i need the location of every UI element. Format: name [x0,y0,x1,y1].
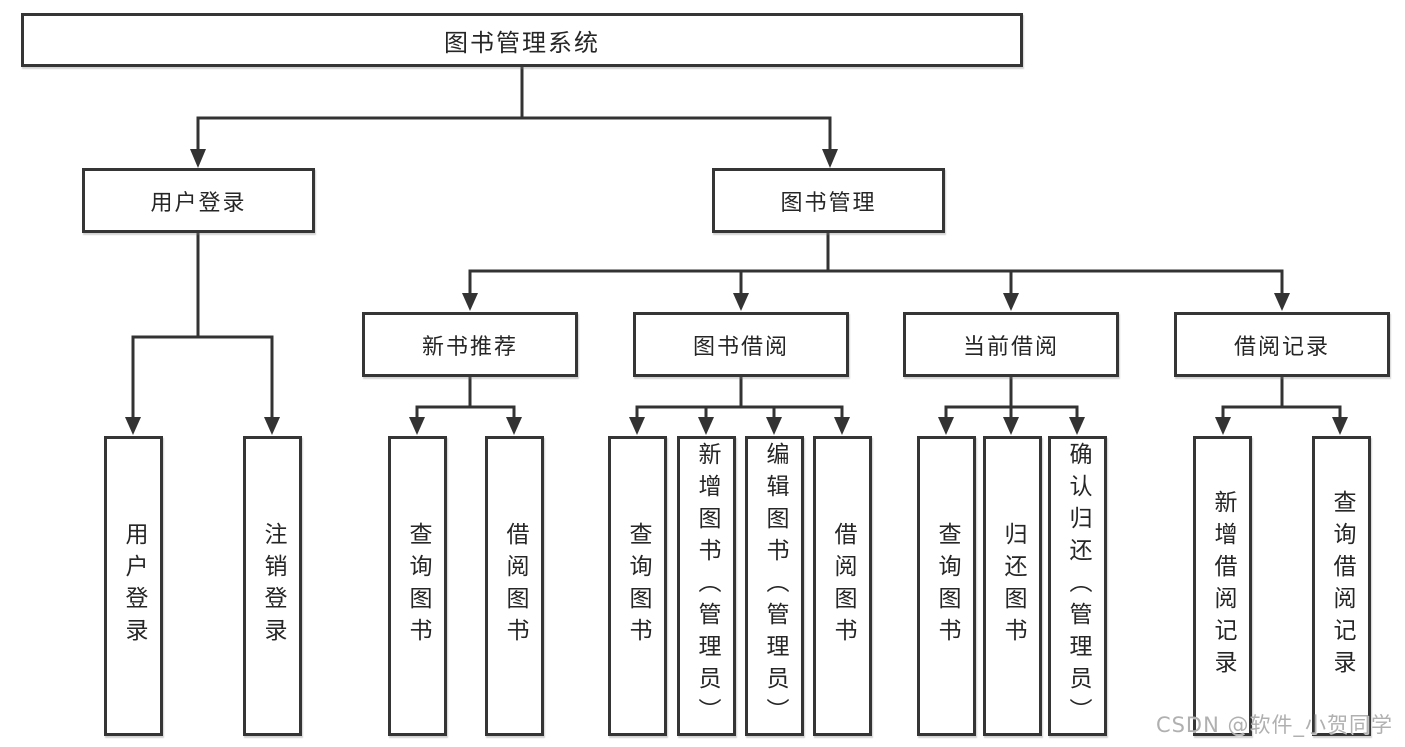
node-label: 查询图书 [405,522,431,650]
leaf-add-books-admin: 新增图书（管理员） [677,436,736,736]
node-label: 归还图书 [1000,522,1026,650]
node-library-management-system: 图书管理系统 [21,13,1023,67]
node-label: 借阅记录 [1233,334,1330,360]
node-label: 图书管理 [780,190,877,216]
leaf-confirm-return-admin: 确认归还（管理员） [1048,436,1107,736]
leaf-query-books-recommend: 查询图书 [388,436,447,736]
node-label: 确认归还（管理员） [1065,442,1091,730]
node-label: 新书推荐 [421,334,518,360]
leaf-edit-books-admin: 编辑图书（管理员） [745,436,804,736]
leaf-return-books: 归还图书 [983,436,1042,736]
node-label: 查询图书 [625,522,651,650]
node-label: 图书管理系统 [444,28,600,57]
node-label: 新增借阅记录 [1210,490,1236,682]
node-book-management: 图书管理 [712,168,945,233]
node-label: 借阅图书 [502,522,528,650]
node-label: 编辑图书（管理员） [762,442,788,730]
leaf-add-borrow-record: 新增借阅记录 [1193,436,1252,736]
node-label: 新增图书（管理员） [694,442,720,730]
node-label: 当前借阅 [962,334,1059,360]
leaf-logout: 注销登录 [243,436,302,736]
node-label: 查询借阅记录 [1329,490,1355,682]
leaf-user-login: 用户登录 [104,436,163,736]
node-borrowing-records: 借阅记录 [1174,312,1390,377]
node-new-book-recommendation: 新书推荐 [362,312,578,377]
node-label: 图书借阅 [692,334,789,360]
leaf-borrow-books-recommend: 借阅图书 [485,436,544,736]
node-label: 注销登录 [260,522,286,650]
node-book-borrowing: 图书借阅 [633,312,849,377]
leaf-query-books-current: 查询图书 [917,436,976,736]
leaf-query-borrow-record: 查询借阅记录 [1312,436,1371,736]
leaf-borrow-books-borrow: 借阅图书 [813,436,872,736]
leaf-query-books-borrow: 查询图书 [608,436,667,736]
node-current-borrowing: 当前借阅 [903,312,1119,377]
node-label: 借阅图书 [830,522,856,650]
node-user-login: 用户登录 [82,168,315,233]
node-label: 用户登录 [121,522,147,650]
node-label: 查询图书 [934,522,960,650]
node-label: 用户登录 [150,190,247,216]
watermark-text: CSDN @软件_小贺同学 [1155,713,1393,737]
